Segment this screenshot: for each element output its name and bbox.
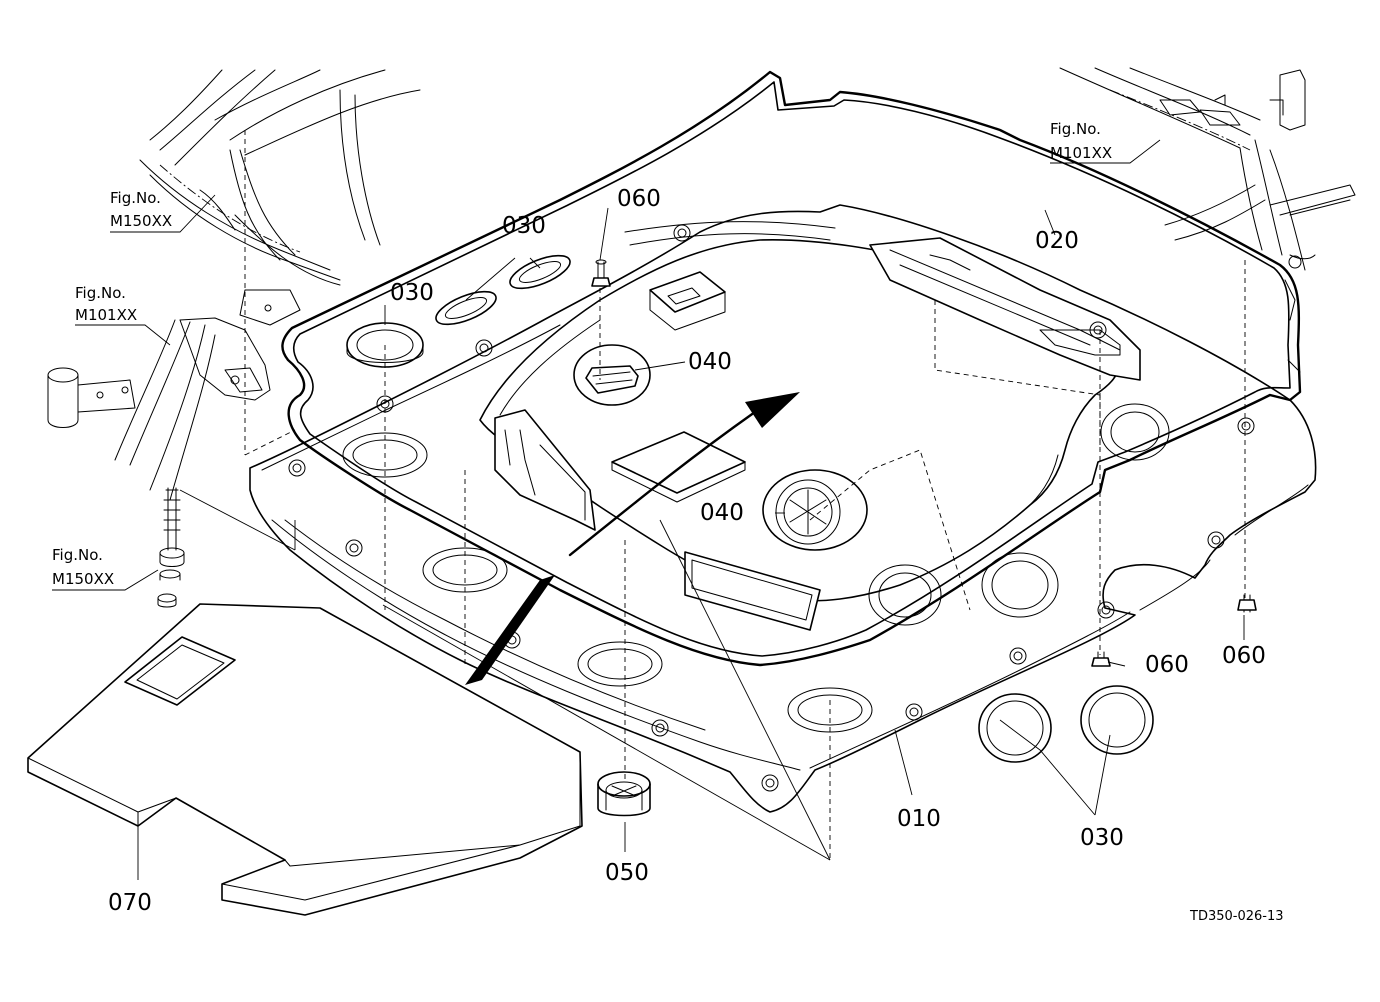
fig-ref-m150-bottom-line1: Fig.No. [52, 546, 103, 564]
label-040-lower: 040 [700, 500, 744, 526]
part-060-screw-mid [1091, 651, 1111, 667]
cab-frame-left [47, 69, 421, 501]
part-010-headliner [249, 204, 1317, 813]
label-040-upper: 040 [688, 349, 732, 375]
assembly-lines [179, 130, 1246, 861]
cab-frame-right [1059, 67, 1356, 321]
part-040-vent-upper [573, 344, 651, 406]
label-030-upper-mid: 030 [502, 213, 546, 239]
label-070: 070 [108, 890, 152, 916]
installation-arrow [465, 392, 800, 685]
part-070-mat [27, 603, 583, 916]
label-030-upper-left: 030 [390, 280, 434, 306]
fig-ref-m101-right-line2: M101XX [1050, 144, 1112, 162]
part-050-cap [597, 771, 651, 817]
fig-ref-m101-right-line1: Fig.No. [1050, 120, 1101, 138]
label-060-top: 060 [617, 186, 661, 212]
mounting-bosses [288, 224, 1255, 792]
part-020-seal-frame [281, 70, 1302, 667]
fig-ref-m101-left-line2: M101XX [75, 306, 137, 324]
fig-ref-m101-left-line1: Fig.No. [75, 284, 126, 302]
label-010: 010 [897, 806, 941, 832]
part-060-screw-right [1237, 594, 1257, 613]
label-030-lower: 030 [1080, 825, 1124, 851]
part-labels: 030 030 060 040 040 020 060 060 010 030 … [108, 186, 1266, 916]
label-060-mid: 060 [1145, 652, 1189, 678]
part-060-screw-top [591, 259, 611, 287]
fig-ref-m150-bottom-line2: M150XX [52, 570, 114, 588]
bolt-assembly-left [157, 487, 185, 608]
part-040-vent-lower [762, 469, 868, 551]
diagram-id: TD350-026-13 [1189, 909, 1284, 924]
label-020: 020 [1035, 228, 1079, 254]
fig-ref-m150-top-line1: Fig.No. [110, 189, 161, 207]
fig-ref-m150-top-line2: M150XX [110, 212, 172, 230]
label-060-right: 060 [1222, 643, 1266, 669]
leader-lines [52, 139, 1245, 880]
figure-references: Fig.No. M150XX Fig.No. M101XX Fig.No. M1… [52, 120, 1112, 588]
label-050: 050 [605, 860, 649, 886]
